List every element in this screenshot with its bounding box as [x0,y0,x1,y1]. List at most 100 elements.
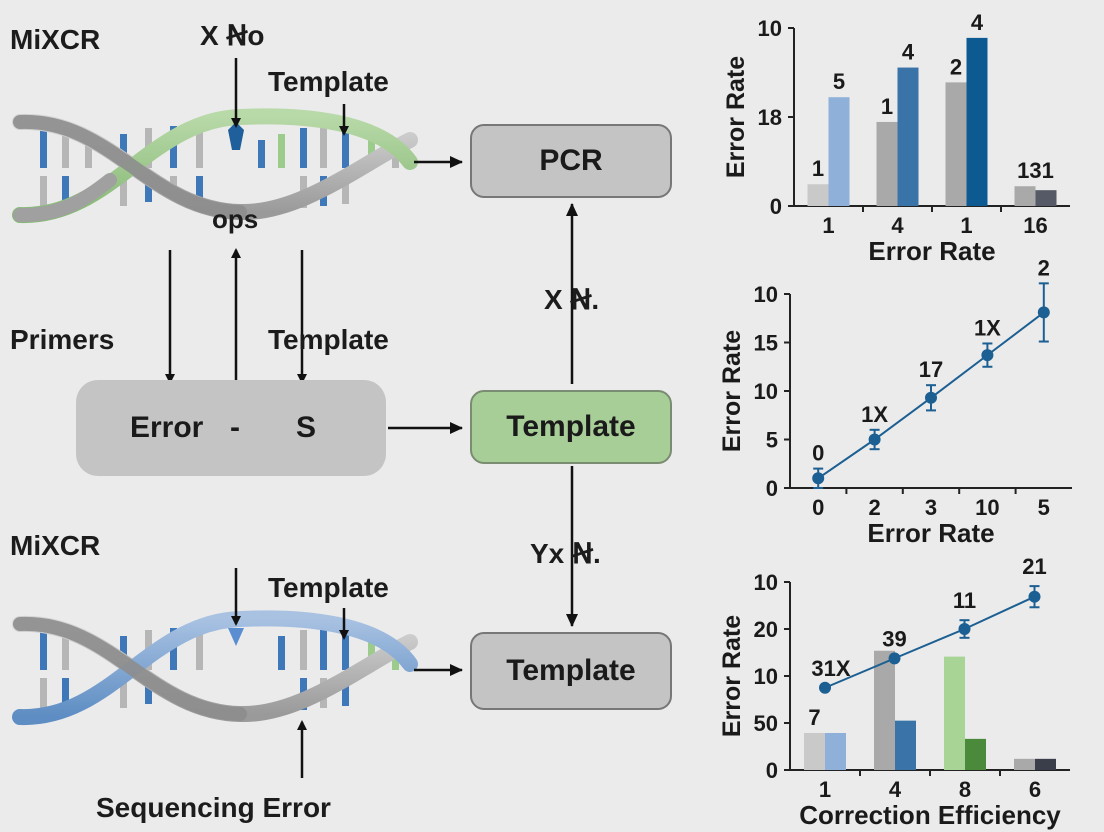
point-label: 21 [1022,554,1046,579]
bar-value-label: 7 [808,705,820,730]
dna-helix-top [12,108,418,224]
bar [965,738,986,770]
pcr-box: PCR [470,124,672,198]
y-tick-label: 10 [754,282,778,307]
bar [825,732,846,770]
template-green-label: Template [506,410,636,443]
pcr-box-label: PCR [539,144,603,177]
data-point [812,472,825,485]
mixcr-label-bottom: MiXCR [10,530,101,561]
bar-value-label: 4 [971,10,984,35]
bar-value-label: 1 [881,94,893,119]
bar [1035,190,1057,206]
x-axis-title: Error Rate [867,518,994,548]
x-tick-label: 0 [812,495,824,520]
x-axis-title: Correction Efficiency [799,800,1061,830]
y-tick-label: 10 [754,664,778,689]
y-axis-title: Error Rate [718,330,746,452]
data-point [888,652,901,665]
sequencing-error-label: Sequencing Error [96,792,331,823]
error-box-s: S [296,411,317,444]
point-label: 0 [812,441,824,466]
primers-label: Primers [10,324,115,355]
point-label: 1X [861,402,888,427]
y-tick-label: 50 [754,711,778,736]
bar [897,67,919,206]
x-tick-label: 16 [1023,213,1047,238]
template-box-green: Template [470,390,672,464]
x-tick-label: 8 [959,777,971,802]
y-axis-title: Error Rate [722,56,750,178]
x-tick-label: 1 [819,777,831,802]
mixcr-label-top: MiXCR [10,24,101,55]
x-tick-label: 2 [868,495,880,520]
bar [876,121,898,206]
point-label: 31X [811,656,850,681]
y-axis-title: Error Rate [718,615,746,737]
data-point [819,681,831,694]
x-tick-label: 1 [960,213,972,238]
y-tick-label: 10 [754,570,778,595]
template-box-gray: Template [470,632,672,710]
x-tick-label: 4 [891,213,904,238]
bar [895,720,916,770]
y-tick-label: 5 [766,428,778,453]
bar [874,650,895,770]
y-tick-label: 0 [766,758,778,783]
y-tick-label: 10 [758,16,782,41]
arrow-up-label: X Ꞥ. [544,284,600,315]
point-label: 1X [974,315,1001,340]
error-box: Error - S [76,380,386,476]
arrows [165,58,578,778]
x-tick-label: 4 [889,777,902,802]
bar [807,184,829,206]
ops-label: ops [212,204,259,234]
dna-helix-bottom [12,610,418,726]
bar [804,732,825,770]
data-point [1037,306,1050,319]
x-tick-label: 5 [1038,495,1050,520]
x-tick-label: 10 [975,495,999,520]
group-value-label: 131 [1017,158,1054,183]
y-tick-label: 20 [754,617,778,642]
point-label: 17 [919,357,943,382]
bar-value-label: 4 [902,40,915,65]
bar [828,97,850,206]
point-label: 2 [1038,255,1050,280]
y-tick-label: 18 [758,105,782,130]
bar [945,82,967,206]
template-label-mid: Template [268,324,389,355]
y-tick-label: 15 [754,331,778,356]
bar-value-label: 1 [812,156,824,181]
bar [1014,186,1036,206]
x-axis-title: Error Rate [868,236,995,266]
y-tick-label: 0 [770,194,782,219]
data-point [1028,590,1041,603]
bar-value-label: 5 [833,69,845,94]
bar-value-label: 2 [950,54,962,79]
point-label: 11 [953,588,976,613]
marker-blue-bottom [228,628,244,646]
template-gray-label: Template [506,654,636,687]
template-label-top: Template [268,66,389,97]
y-tick-label: 0 [766,476,778,501]
data-point [981,349,994,362]
bar [944,656,965,770]
bar [1014,758,1035,770]
series-line [824,595,1035,689]
template-label-bottom: Template [268,572,389,603]
arrow-down-label: Yx Ꞥ. [530,538,601,569]
point-label: 39 [882,626,906,651]
error-box-dash: - [230,411,240,444]
x-tick-label: 6 [1029,777,1041,802]
top-marker-label: X Ꞥo [200,20,265,51]
data-point [868,433,881,446]
bar [966,37,988,207]
error-box-label: Error [130,411,204,444]
bar [1035,758,1056,770]
x-tick-label: 1 [822,213,834,238]
